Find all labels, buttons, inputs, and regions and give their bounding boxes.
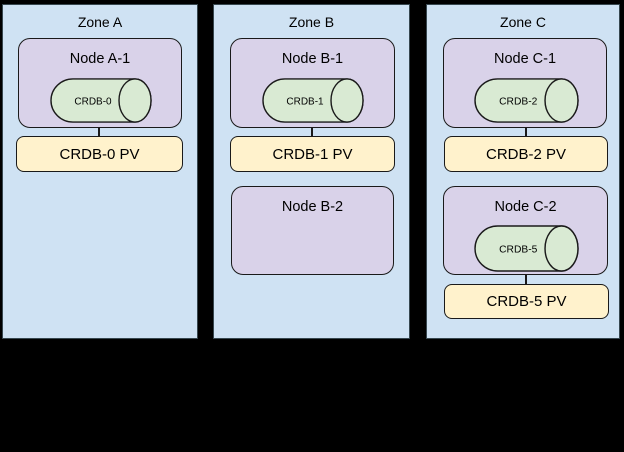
node-b1: Node B-1 CRDB-1 bbox=[230, 38, 395, 128]
database-cylinder-icon: CRDB-0 bbox=[50, 78, 152, 123]
database-cylinder-icon: CRDB-1 bbox=[262, 78, 364, 123]
pod-label: CRDB-2 bbox=[499, 97, 538, 108]
pod-label: CRDB-1 bbox=[286, 97, 324, 108]
connector-line bbox=[98, 117, 100, 139]
node-b2: Node B-2 bbox=[231, 186, 394, 275]
zone-a: Zone A Node A-1 CRDB-0 CRDB-0 PV bbox=[2, 4, 198, 339]
pv-b: CRDB-1 PV bbox=[230, 136, 395, 172]
pod-label: CRDB-5 bbox=[499, 245, 538, 256]
database-cylinder-icon: CRDB-2 bbox=[474, 78, 579, 123]
zone-a-title: Zone A bbox=[77, 14, 123, 30]
node-b1-title: Node B-1 bbox=[281, 51, 344, 67]
node-a1: Node A-1 CRDB-0 bbox=[18, 38, 182, 128]
pod-label: CRDB-0 bbox=[74, 97, 112, 108]
node-c1-title: Node C-1 bbox=[493, 51, 557, 67]
zone-b-title: Zone B bbox=[288, 14, 335, 30]
pv-c1: CRDB-2 PV bbox=[444, 136, 608, 172]
connector-line bbox=[311, 117, 313, 139]
connector-line bbox=[525, 267, 527, 286]
node-c1: Node C-1 CRDB-2 bbox=[443, 38, 607, 128]
connector-line bbox=[525, 117, 527, 139]
pv-a: CRDB-0 PV bbox=[16, 136, 183, 172]
zone-c: Zone C Node C-1 CRDB-2 CRDB-2 PV Node C-… bbox=[426, 4, 620, 339]
zone-c-title: Zone C bbox=[500, 14, 546, 30]
node-b2-title: Node B-2 bbox=[281, 199, 344, 215]
zone-b: Zone B Node B-1 CRDB-1 CRDB-1 PV Node B-… bbox=[213, 4, 410, 339]
database-cylinder-icon: CRDB-5 bbox=[474, 225, 579, 272]
node-c2: Node C-2 CRDB-5 bbox=[443, 186, 608, 275]
node-c2-title: Node C-2 bbox=[494, 199, 557, 215]
node-a1-title: Node A-1 bbox=[69, 51, 131, 67]
pv-c2: CRDB-5 PV bbox=[444, 284, 609, 319]
